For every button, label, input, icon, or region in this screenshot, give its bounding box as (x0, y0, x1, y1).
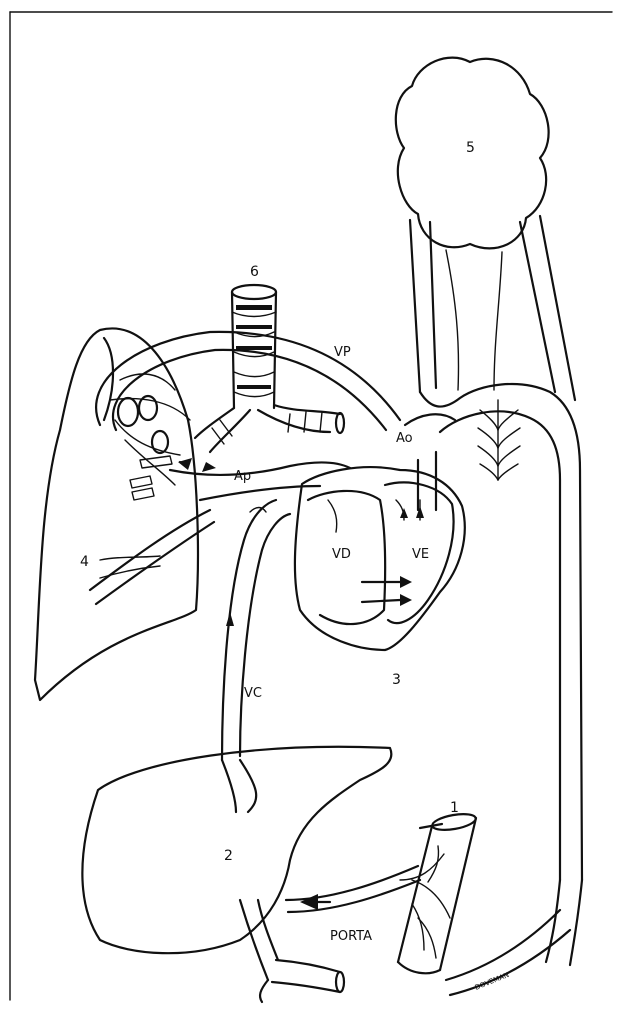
vena-cava (222, 500, 290, 812)
label-vd: VD (332, 547, 351, 562)
lung (35, 328, 214, 700)
frame (10, 12, 612, 1000)
portal-vein (286, 866, 420, 912)
heart (295, 467, 465, 650)
label-ao: Ao (396, 431, 413, 446)
label-ap: Ap (234, 469, 251, 484)
label-vc: VC (244, 686, 262, 701)
label-porta: PORTA (330, 929, 372, 944)
intestine (398, 811, 477, 973)
inferior-vena-cava (240, 900, 344, 1002)
artist-signature: DOVEMAN (474, 971, 510, 992)
label-2: 2 (224, 848, 233, 864)
label-5: 5 (466, 140, 475, 156)
label-vp: VP (334, 345, 351, 360)
label-3: 3 (392, 672, 401, 688)
cerebral-vessels (410, 216, 575, 400)
label-4: 4 (80, 554, 89, 570)
label-6: 6 (250, 264, 259, 280)
label-ve: VE (412, 547, 429, 562)
trachea (195, 285, 344, 452)
liver (82, 747, 391, 953)
label-1: 1 (450, 800, 459, 816)
